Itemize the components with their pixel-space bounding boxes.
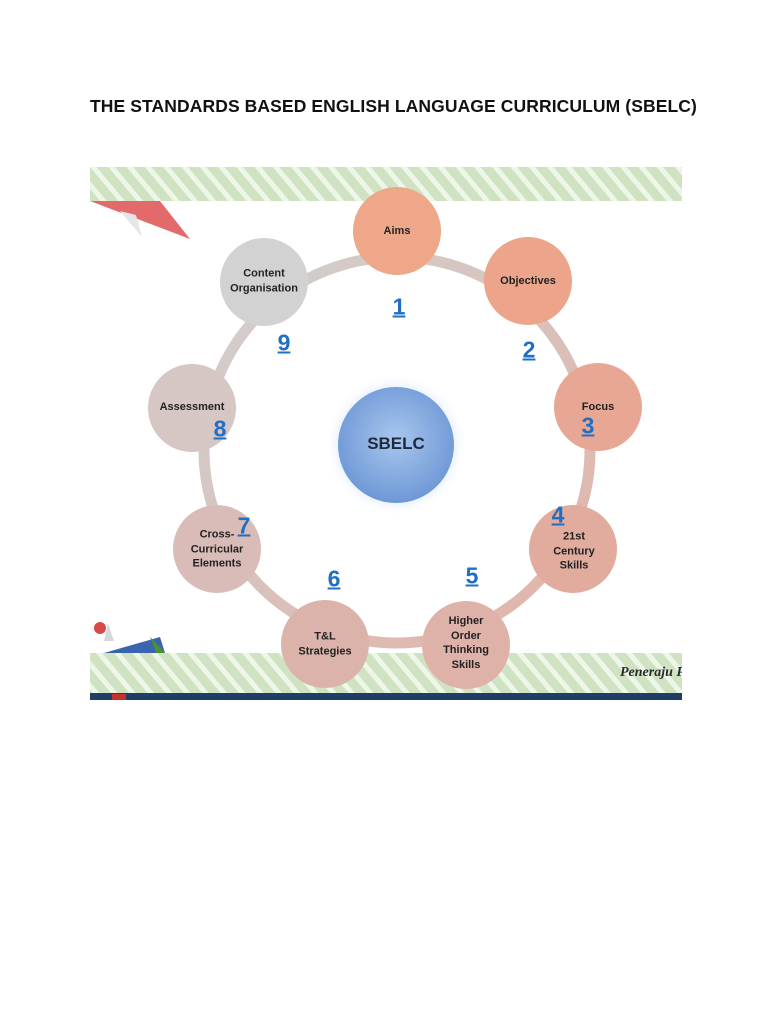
node-label-content-organisation: Content Organisation — [230, 267, 298, 295]
number-8: 8 — [213, 415, 227, 442]
number-7: 7 — [237, 512, 251, 539]
node-label-assessment: Assessment — [159, 400, 225, 413]
taskbar-strip — [90, 693, 682, 700]
node-assessment — [148, 364, 236, 452]
node-label-21st-century-skills: 21st Century Skills — [553, 530, 595, 572]
number-6: 6 — [327, 565, 341, 592]
diagram-canvas — [90, 167, 682, 700]
number-5: 5 — [465, 562, 479, 589]
node-cross-curricular-elements — [173, 505, 261, 593]
red-triangle-decoration — [90, 201, 190, 239]
blue-shape-decoration — [104, 637, 165, 653]
node-label-cross-curricular-elements: Cross- Curricular Elements — [190, 528, 244, 570]
node-label-higher-order-thinking-skills: Higher Order Thinking Skills — [443, 615, 489, 671]
node-label-objectives: Objectives — [500, 274, 556, 287]
document-title: THE STANDARDS BASED ENGLISH LANGUAGE CUR… — [90, 96, 697, 116]
node-content-organisation — [220, 238, 308, 326]
bottom-banner — [90, 653, 682, 693]
pencil-decoration — [104, 623, 114, 641]
pencil-tip — [94, 622, 106, 634]
ruler-decoration — [120, 211, 142, 237]
center-label: SBELC — [367, 434, 425, 453]
number-2: 2 — [522, 336, 536, 363]
taskbar-icon — [112, 694, 126, 700]
slide-footer-text: Peneraju P — [620, 665, 682, 680]
number-4: 4 — [551, 501, 565, 528]
green-shape-decoration — [150, 637, 165, 653]
node-aims — [353, 187, 441, 275]
node-21st-century-skills — [529, 505, 617, 593]
node-higher-order-thinking-skills — [422, 601, 510, 689]
node-label-aims: Aims — [383, 224, 411, 237]
number-1: 1 — [392, 293, 406, 320]
number-9: 9 — [277, 329, 291, 356]
node-tl-strategies — [281, 600, 369, 688]
node-label-tl-strategies: T&L Strategies — [298, 630, 352, 658]
node-objectives — [484, 237, 572, 325]
node-focus — [554, 363, 642, 451]
center-circle — [338, 387, 454, 503]
number-3: 3 — [581, 412, 595, 439]
diagram-slide: SBELC Aims Objectives Focus 21st Century… — [90, 167, 682, 700]
node-label-focus: Focus — [581, 400, 615, 413]
